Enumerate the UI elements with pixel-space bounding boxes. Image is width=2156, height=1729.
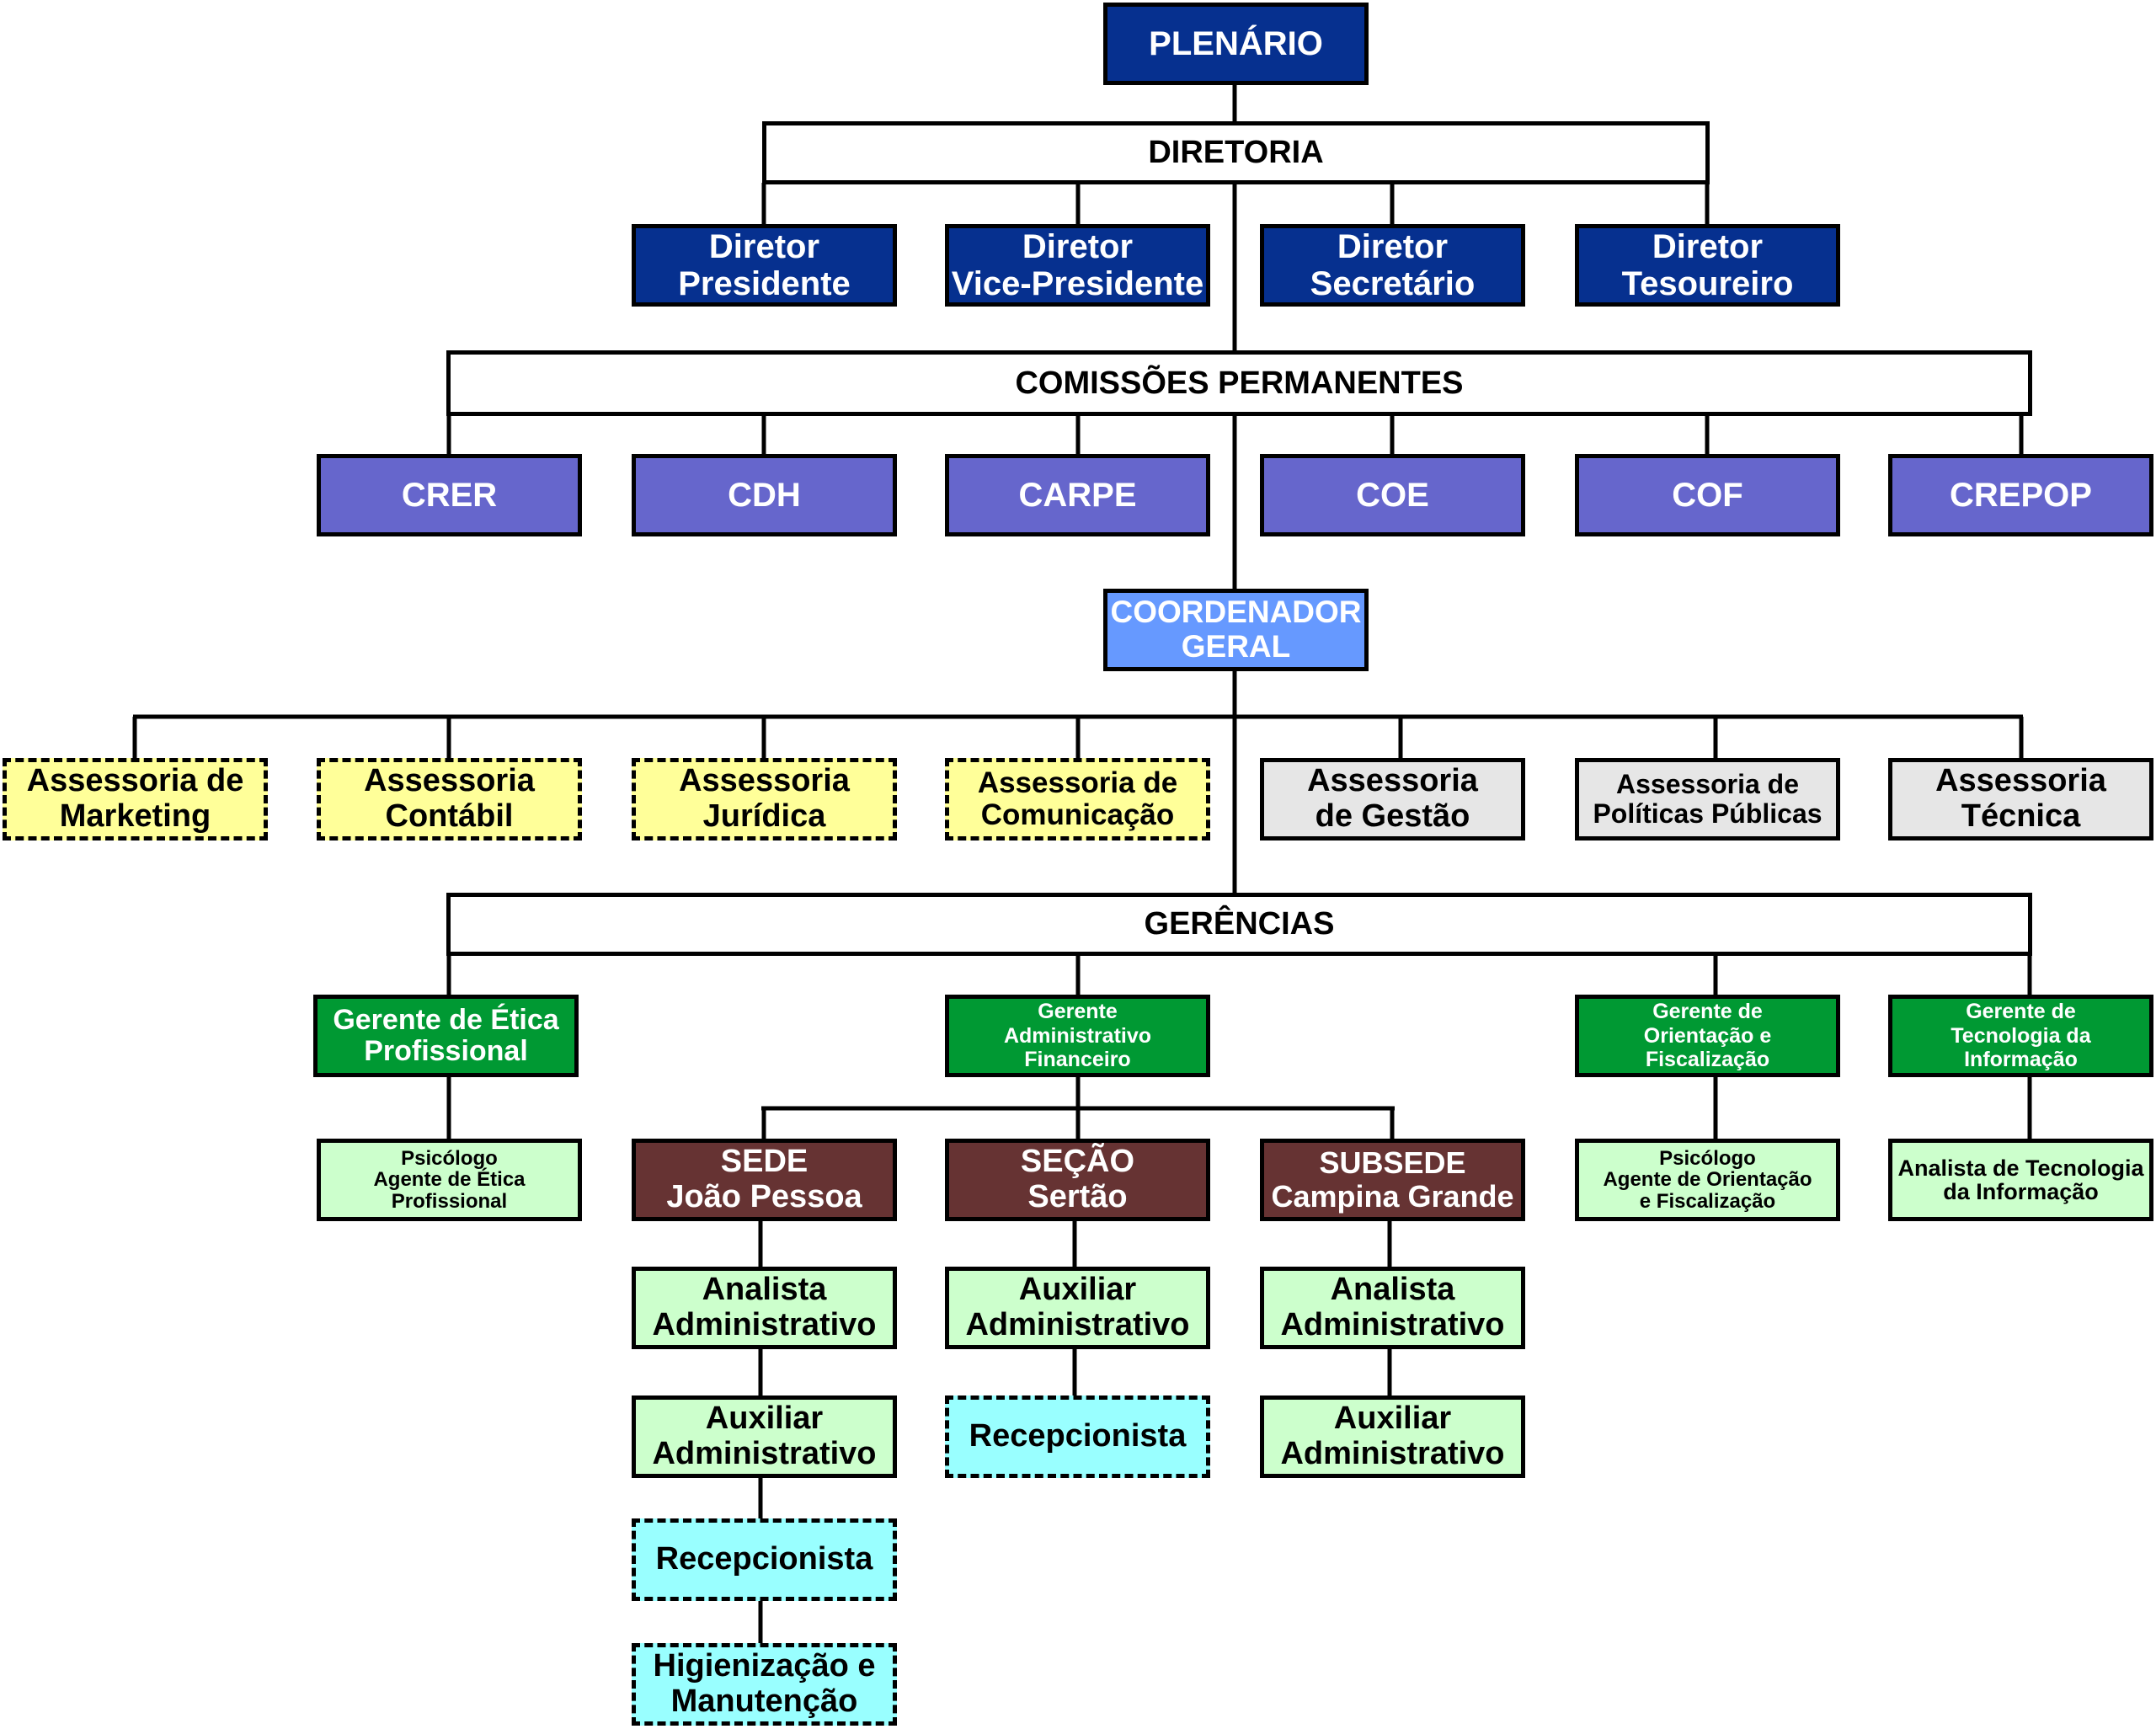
assessoria-tecnica: Assessoria Técnica <box>1888 758 2153 840</box>
assessoria-contabil: Assessoria Contábil <box>317 758 582 840</box>
diretoria-header: DIRETORIA <box>762 121 1710 184</box>
comissao-coe: COE <box>1260 454 1525 536</box>
analista-tecnologia: Analista de Tecnologia da Informação <box>1888 1139 2153 1221</box>
diretor-tesoureiro: Diretor Tesoureiro <box>1575 224 1840 307</box>
secao-sertao: SEÇÃO Sertão <box>945 1139 1210 1221</box>
gerente-etica: Gerente de Ética Profissional <box>313 995 579 1077</box>
gerente-orientacao: Gerente de Orientação e Fiscalização <box>1575 995 1840 1077</box>
diretor-secretario: Diretor Secretário <box>1260 224 1525 307</box>
coordenador-geral: COORDENADOR GERAL <box>1103 589 1369 671</box>
sede-joao-pessoa: SEDE João Pessoa <box>632 1139 897 1221</box>
comissao-cof: COF <box>1575 454 1840 536</box>
sede-auxiliar-administrativo: Auxiliar Administrativo <box>632 1395 897 1478</box>
gerente-tecnologia: Gerente de Tecnologia da Informação <box>1888 995 2153 1077</box>
assessoria-juridica: Assessoria Jurídica <box>632 758 897 840</box>
secao-recepcionista: Recepcionista <box>945 1395 1210 1478</box>
sede-analista-administrativo: Analista Administrativo <box>632 1267 897 1349</box>
comissao-carpe: CARPE <box>945 454 1210 536</box>
comissao-crer: CRER <box>317 454 582 536</box>
subsede-analista-administrativo: Analista Administrativo <box>1260 1267 1525 1349</box>
diretor-vice-presidente: Diretor Vice-Presidente <box>945 224 1210 307</box>
psicologo-orientacao: Psicólogo Agente de Orientação e Fiscali… <box>1575 1139 1840 1221</box>
gerente-administrativo: Gerente Administrativo Financeiro <box>945 995 1210 1077</box>
sede-higienizacao-manutencao: Higienização e Manutenção <box>632 1643 897 1726</box>
comissao-crepop: CREPOP <box>1888 454 2153 536</box>
diretor-presidente: Diretor Presidente <box>632 224 897 307</box>
assessoria-politicas-publicas: Assessoria de Políticas Públicas <box>1575 758 1840 840</box>
psicologo-etica: Psicólogo Agente de Ética Profissional <box>317 1139 582 1221</box>
comissoes-header: COMISSÕES PERMANENTES <box>446 350 2032 416</box>
assessoria-marketing: Assessoria de Marketing <box>3 758 268 840</box>
sede-recepcionista: Recepcionista <box>632 1518 897 1601</box>
assessoria-comunicacao: Assessoria de Comunicação <box>945 758 1210 840</box>
assessoria-gestao: Assessoria de Gestão <box>1260 758 1525 840</box>
plenario-box: PLENÁRIO <box>1103 3 1369 85</box>
comissao-cdh: CDH <box>632 454 897 536</box>
gerencias-header: GERÊNCIAS <box>446 893 2032 956</box>
subsede-auxiliar-administrativo: Auxiliar Administrativo <box>1260 1395 1525 1478</box>
subsede-campina-grande: SUBSEDE Campina Grande <box>1260 1139 1525 1221</box>
secao-auxiliar-administrativo: Auxiliar Administrativo <box>945 1267 1210 1349</box>
